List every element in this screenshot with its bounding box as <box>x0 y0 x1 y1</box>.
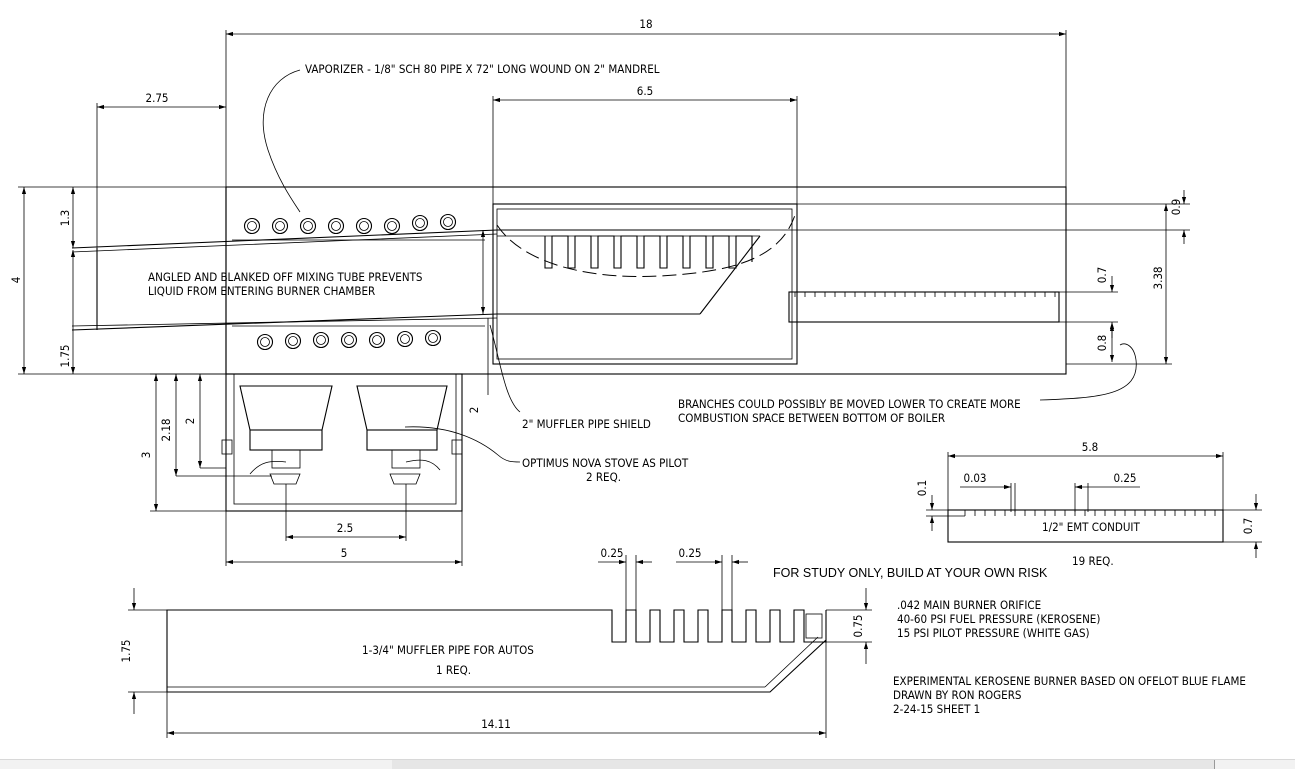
muffler-qty: 1 REQ. <box>436 663 471 677</box>
dim-overall-length: 18 <box>639 17 652 31</box>
dim-boiler-height: 3.38 <box>1151 266 1165 289</box>
dim-burner-length: 6.5 <box>637 84 653 98</box>
dim-conduit-height: 0.7 <box>1095 267 1109 283</box>
vaporizer-coils-top <box>243 213 457 235</box>
vaporizer-coils-bottom <box>256 329 442 351</box>
emt-conduit-installed <box>788 291 1060 323</box>
note-orifice: .042 MAIN BURNER ORIFICE <box>897 598 1041 612</box>
title-block-line-2: DRAWN BY RON ROGERS <box>893 688 1021 702</box>
pilot-label-2: 2 REQ. <box>586 470 621 484</box>
note-fuel-pressure: 40-60 PSI FUEL PRESSURE (KEROSENE) <box>897 612 1100 626</box>
leader-lines <box>262 69 1137 463</box>
dimension-lines <box>18 30 1190 566</box>
scrollbar-divider <box>1214 760 1215 769</box>
dim-muffler-slot-b: 0.25 <box>678 546 701 560</box>
branches-label-1: BRANCHES COULD POSSIBLY BE MOVED LOWER T… <box>678 397 1021 411</box>
muffler-shield-label: 2" MUFFLER PIPE SHIELD <box>522 417 651 431</box>
pilot-housing <box>221 373 463 512</box>
dimension-text: 18 2.75 6.5 4 1.3 1.75 0.9 3.38 0.7 0.8 … <box>9 17 1255 731</box>
dim-pilot-height-b: 2 <box>183 418 197 425</box>
conduit-qty-label: 19 REQ. <box>1072 554 1114 568</box>
dim-conduit-dia: 0.7 <box>1241 518 1255 534</box>
dim-muffler-length: 14.11 <box>481 717 511 731</box>
dim-pilot-box-width: 5 <box>341 546 348 560</box>
dim-pilot-height-a: 2.18 <box>159 418 173 441</box>
burner-chamber <box>492 203 798 365</box>
title-block-line-1: EXPERIMENTAL KEROSENE BURNER BASED ON OF… <box>893 674 1246 688</box>
pilot-label-1: OPTIMUS NOVA STOVE AS PILOT <box>522 456 689 470</box>
mixing-tube-label-1: ANGLED AND BLANKED OFF MIXING TUBE PREVE… <box>148 270 422 284</box>
dim-conduit-slot-depth: 0.1 <box>915 480 929 496</box>
dim-conduit-bottom-gap: 0.8 <box>1095 335 1109 351</box>
mixing-tube-label-2: LIQUID FROM ENTERING BURNER CHAMBER <box>148 284 375 298</box>
title-block-line-3: 2-24-15 SHEET 1 <box>893 702 980 716</box>
bottom-scrollbar[interactable] <box>0 759 1295 769</box>
dim-muffler-height: 1.75 <box>119 639 133 662</box>
dim-pilot-spacing: 2.5 <box>337 521 353 535</box>
dim-slot-width: 0.03 <box>963 471 986 485</box>
dim-slot-pitch: 0.25 <box>1113 471 1136 485</box>
dim-conduit-length: 5.8 <box>1082 440 1098 454</box>
vaporizer-label: VAPORIZER - 1/8" SCH 80 PIPE X 72" LONG … <box>305 62 660 76</box>
dim-muffler-slot-a: 0.25 <box>600 546 623 560</box>
muffler-dimensions <box>128 555 872 738</box>
dim-shield-height: 2 <box>467 407 481 414</box>
scrollbar-thumb[interactable] <box>392 760 1214 769</box>
muffler-title: 1-3/4" MUFFLER PIPE FOR AUTOS <box>362 643 534 657</box>
dim-height: 4 <box>9 277 23 284</box>
annotations: VAPORIZER - 1/8" SCH 80 PIPE X 72" LONG … <box>148 62 1246 716</box>
dim-boiler-top-gap: 0.9 <box>1169 199 1183 215</box>
conduit-detail <box>926 452 1262 558</box>
dim-top-to-tube: 1.3 <box>58 210 72 226</box>
dim-muffler-slot-depth: 0.75 <box>851 614 865 637</box>
dim-pilot-height-c: 3 <box>139 452 153 459</box>
dim-tube-to-bottom: 1.75 <box>58 344 72 367</box>
branches-label-2: COMBUSTION SPACE BETWEEN BOTTOM OF BOILE… <box>678 411 945 425</box>
dim-inlet-offset: 2.75 <box>145 91 168 105</box>
conduit-label: 1/2" EMT CONDUIT <box>1042 520 1140 534</box>
study-warning: FOR STUDY ONLY, BUILD AT YOUR OWN RISK <box>773 566 1048 580</box>
note-pilot-pressure: 15 PSI PILOT PRESSURE (WHITE GAS) <box>897 626 1090 640</box>
